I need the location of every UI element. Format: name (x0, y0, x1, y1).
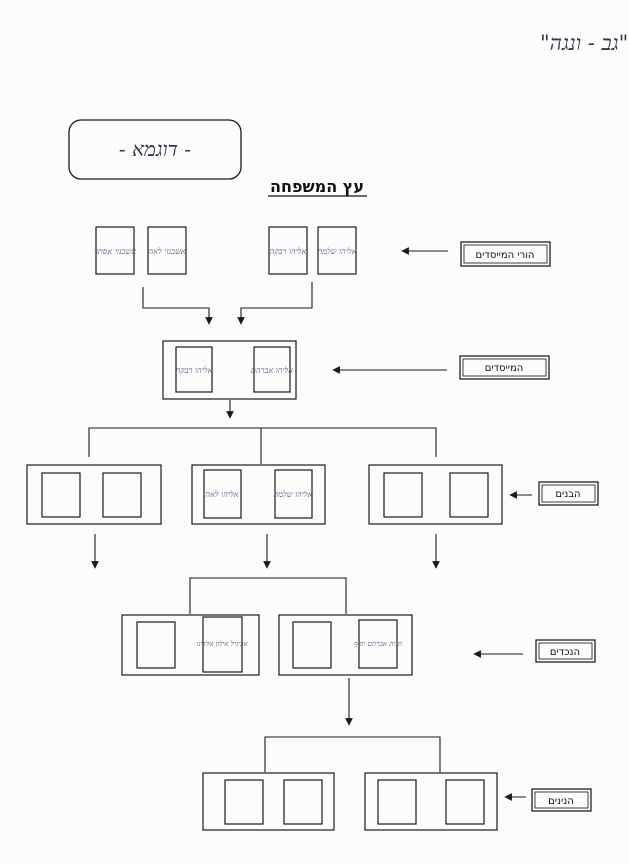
card-founder2 (175, 346, 213, 393)
label-founders-parents: הורי המייסדים (476, 250, 535, 261)
connector-grandsons-bar (189, 577, 347, 614)
card-founder1 (253, 346, 291, 393)
connector-sons-bar (88, 427, 437, 457)
founders-parents-group (95, 226, 357, 275)
card-gp1-text: אליהו שלמה (318, 247, 357, 256)
label-great-grandsons: הנינים (548, 796, 574, 807)
card-son2 (203, 469, 242, 519)
label-box-grandsons (535, 639, 596, 663)
label-box-sons (538, 481, 599, 506)
grandson-frame-right (278, 614, 413, 676)
connector-gp-left (142, 287, 213, 325)
grandson-frame-left (121, 614, 260, 676)
sons-group (26, 464, 503, 525)
label-founders: המייסדים (485, 363, 524, 374)
card-grandson1-text: תגית אברהם יוסף (354, 640, 402, 648)
grandsons-group (121, 614, 413, 676)
card-gp3 (147, 226, 187, 275)
card-gp2-text: אליהו רבקה (270, 247, 307, 256)
son-frame-middle (191, 464, 326, 525)
card-founder1-text: אליהו אברהם (251, 366, 293, 375)
great-grandson-frame-right (364, 772, 498, 831)
label-box-founders-parents (460, 241, 551, 267)
card-grandson2-text: אביגיל אילון אלדינו (196, 640, 248, 648)
card-gp4 (95, 226, 135, 275)
label-sons: הבנים (555, 489, 580, 500)
great-grandson-frame-left (202, 772, 335, 831)
founders-frame (162, 340, 297, 400)
example-box-text: - דוגמא - (119, 137, 191, 161)
card-gp2 (268, 226, 308, 275)
card-son1 (274, 469, 313, 519)
handwritten-header: מרכז לוגיגה "גב - ונגה" (540, 31, 629, 55)
example-box (68, 119, 242, 180)
connector-gp-right (237, 282, 313, 325)
card-gp1 (317, 226, 357, 275)
connector-great-grandsons-bar (264, 736, 441, 772)
card-son2-text: אליהו לאה (205, 490, 238, 499)
card-founder2-text: אליהו רבקה (176, 366, 213, 375)
tree-title: עץ המשפחה (270, 177, 364, 196)
label-grandsons: הנכדים (550, 647, 580, 658)
card-grandson2 (202, 616, 243, 673)
card-gp3-text: אשכנזי לאה (148, 247, 185, 256)
card-grandson1 (358, 619, 398, 669)
son-frame-left (26, 464, 162, 525)
label-box-founders (459, 355, 550, 380)
great-grandsons-group (202, 772, 498, 831)
label-box-great-grandsons (531, 788, 592, 812)
son-frame-right (368, 464, 503, 525)
card-gp4-text: אשכנזי אסתר (94, 247, 136, 256)
card-son1-text: אליהו שלמה (274, 490, 313, 499)
